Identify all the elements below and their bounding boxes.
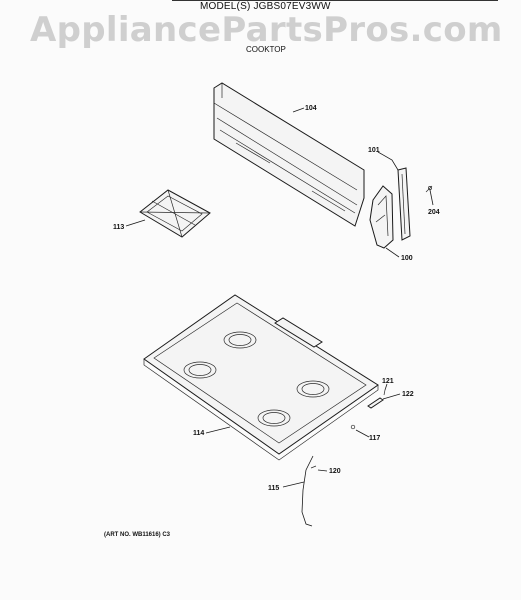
callout-101: 101 [368,147,380,154]
igniter-part[interactable] [367,397,384,409]
small-screw-part[interactable] [350,424,356,430]
backsplash-part[interactable] [213,82,365,227]
callout-204: 204 [428,209,440,216]
callout-100: 100 [401,255,413,262]
header-rule [172,0,498,1]
igniter-wire-part[interactable] [301,455,317,527]
callout-122: 122 [402,391,414,398]
watermark-text: AppliancePartsPros.com [30,10,503,50]
callout-121: 121 [382,378,394,385]
section-title: COOKTOP [246,45,286,54]
model-title: MODEL(S) JGBS07EV3WW [200,1,331,12]
callout-120: 120 [329,468,341,475]
burner-grate-part[interactable] [139,189,211,238]
callout-117: 117 [369,435,380,442]
side-trim-part[interactable] [397,167,411,241]
cooktop-part[interactable] [143,294,379,461]
callout-104: 104 [305,105,317,112]
leader-lines [125,107,434,488]
clip-part[interactable] [383,389,386,396]
callout-114: 114 [193,430,204,437]
art-number: (ART NO. WB11616) C3 [104,532,171,538]
end-cap-part[interactable] [369,185,394,249]
callout-115: 115 [268,485,279,492]
screw-part[interactable] [425,185,433,193]
callout-113: 113 [113,224,124,231]
